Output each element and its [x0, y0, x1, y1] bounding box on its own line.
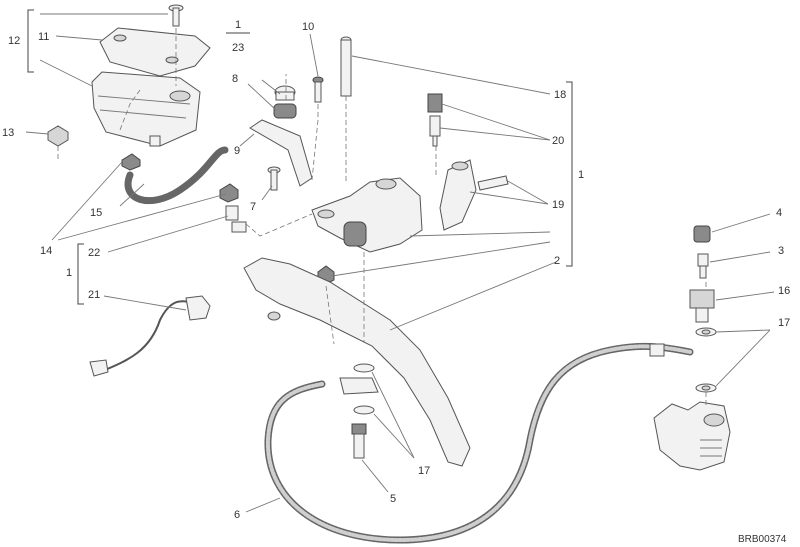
callout-6: 6 [234, 509, 240, 521]
callout-21: 21 [88, 289, 100, 301]
callout-4: 4 [776, 207, 782, 219]
clutch-switch-harness [89, 295, 211, 377]
bracket-group-1-right [566, 81, 573, 267]
callout-3: 3 [778, 245, 784, 257]
callout-17-bottom: 17 [418, 465, 430, 477]
callout-16: 16 [778, 285, 790, 297]
sealing-washer-lower [695, 383, 717, 393]
callout-2: 2 [554, 255, 560, 267]
hose-clamp-upper [121, 153, 141, 171]
bracket-cap [274, 85, 296, 101]
callout-15: 15 [90, 207, 102, 219]
mounting-bracket [249, 119, 313, 187]
clamp-bolt-long [340, 36, 352, 97]
washer-a [353, 363, 375, 373]
callout-23: 23 [232, 42, 244, 54]
assembly-lines [57, 28, 707, 406]
fluid-reservoir [91, 71, 201, 147]
bracket-group-12 [27, 9, 34, 73]
handlebar-clamp [439, 159, 477, 231]
callout-19: 19 [552, 199, 564, 211]
cap-screw [168, 4, 184, 27]
callout-1-left: 1 [66, 267, 72, 279]
bracket-screw [267, 166, 281, 191]
banjo-fitting [339, 377, 379, 395]
callout-5: 5 [390, 493, 396, 505]
hose-clamp-lower [219, 183, 239, 203]
reservoir-nut [47, 125, 69, 147]
callout-8: 8 [232, 73, 238, 85]
callout-9: 9 [234, 145, 240, 157]
callout-22: 22 [88, 247, 100, 259]
bracket-group-1-left [77, 243, 84, 305]
slave-cylinder [653, 401, 731, 471]
callout-1-right: 1 [578, 169, 584, 181]
callout-12: 12 [8, 35, 20, 47]
callout-17-right: 17 [778, 317, 790, 329]
callout-11: 11 [38, 31, 49, 43]
callout-labels: 12 11 1 23 8 10 18 20 13 9 1 7 15 19 14 … [2, 19, 790, 545]
callout-10: 10 [302, 21, 314, 33]
hose-fitting [225, 205, 247, 233]
clamp-bolt-short [312, 76, 324, 103]
master-cylinder-body [311, 177, 423, 253]
rubber-grommet [273, 103, 297, 119]
callout-20: 20 [552, 135, 564, 147]
bleed-valve [697, 253, 709, 279]
callout-7: 7 [250, 201, 256, 213]
clutch-lever [243, 257, 471, 467]
clamp-screw [477, 175, 509, 191]
callout-1-top: 1 [235, 19, 241, 31]
reservoir-hose [124, 146, 229, 205]
banjo-bolt [351, 423, 367, 459]
callout-18: 18 [554, 89, 566, 101]
reservoir-cap [99, 27, 211, 77]
clutch-hose [264, 342, 694, 544]
callout-13: 13 [2, 127, 14, 139]
sealing-washer-upper [695, 327, 717, 337]
callout-14: 14 [40, 245, 52, 257]
banjo-bolt-bleed [427, 93, 443, 147]
bleed-cap [693, 225, 711, 243]
leader-lines [25, 13, 775, 513]
washer-b [353, 405, 375, 415]
drawing-code: BRB00374 [738, 534, 787, 545]
slave-banjo-bolt [689, 289, 715, 323]
